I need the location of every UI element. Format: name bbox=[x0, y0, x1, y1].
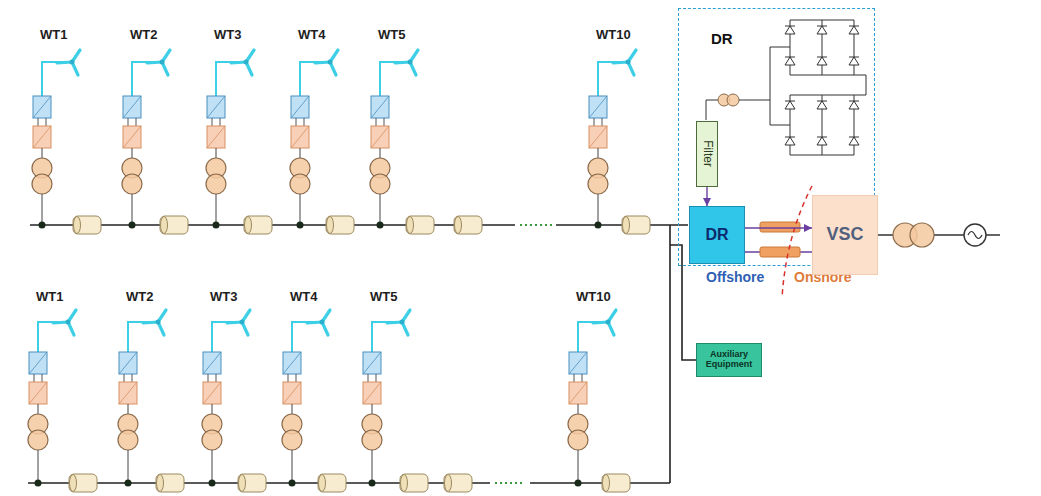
bus-cable bbox=[530, 482, 670, 484]
turbine-label: WT2 bbox=[126, 290, 153, 304]
turbine-label: WT5 bbox=[370, 290, 397, 304]
turbine-row bbox=[30, 50, 670, 234]
wind-turbine-unit bbox=[28, 310, 76, 487]
turbine-row bbox=[28, 310, 670, 492]
flow-connector bbox=[745, 227, 812, 228]
cable-section bbox=[406, 216, 434, 234]
wind-turbine-unit bbox=[118, 310, 166, 487]
turbine-label: WT10 bbox=[576, 290, 611, 304]
wind-turbine-unit bbox=[206, 50, 254, 229]
box-label: Auxiliary Equipment bbox=[699, 350, 759, 370]
wind-turbine-unit bbox=[122, 50, 170, 229]
turbine-label: WT5 bbox=[378, 28, 405, 42]
wind-turbine-unit bbox=[370, 50, 418, 229]
cable-section bbox=[160, 216, 188, 234]
cable-section bbox=[602, 474, 630, 492]
wind-turbine-unit bbox=[290, 50, 338, 229]
turbine-label: WT4 bbox=[290, 290, 317, 304]
turbine-label: WT3 bbox=[210, 290, 237, 304]
cable-section bbox=[238, 474, 266, 492]
cable-section bbox=[244, 216, 272, 234]
turbine-label: WT1 bbox=[36, 290, 63, 304]
wind-turbine-unit bbox=[362, 310, 410, 487]
converter-box: VSC bbox=[812, 195, 878, 275]
filter-box: Filter bbox=[696, 121, 718, 187]
grid-connection bbox=[878, 223, 1000, 247]
turbine-label: WT3 bbox=[214, 28, 241, 42]
box-label: DR bbox=[711, 31, 733, 48]
continuation-dots bbox=[495, 482, 525, 484]
cable-section bbox=[622, 216, 650, 234]
wind-turbine-unit bbox=[588, 50, 636, 229]
turbine-label: WT2 bbox=[130, 28, 157, 42]
diode-rectifier-symbol bbox=[706, 20, 866, 155]
wind-turbine-unit bbox=[32, 50, 80, 229]
bus-cable bbox=[556, 224, 670, 226]
cable-section bbox=[444, 474, 472, 492]
cable-section bbox=[73, 216, 101, 234]
turbine-label: WT4 bbox=[298, 28, 325, 42]
cable-section bbox=[326, 216, 354, 234]
flow-connector bbox=[706, 187, 707, 206]
cable-section bbox=[400, 474, 428, 492]
turbine-label: WT10 bbox=[596, 28, 631, 42]
cable-section bbox=[156, 474, 184, 492]
dc-link-cables bbox=[744, 222, 812, 257]
auxiliary-box: Auxiliary Equipment bbox=[696, 343, 762, 377]
box-label: VSC bbox=[826, 225, 863, 245]
rectifier-box: DR bbox=[689, 206, 745, 264]
cable-section bbox=[69, 474, 97, 492]
turbine-label: WT1 bbox=[40, 28, 67, 42]
area-label: Offshore bbox=[706, 270, 764, 285]
continuation-dots bbox=[520, 224, 552, 226]
box-label: Filter bbox=[700, 141, 713, 168]
box-label: DR bbox=[705, 226, 728, 244]
cable-section bbox=[454, 216, 482, 234]
wind-turbine-unit bbox=[568, 310, 616, 487]
wind-turbine-unit bbox=[282, 310, 330, 487]
wind-turbine-unit bbox=[202, 310, 250, 487]
cable-section bbox=[318, 474, 346, 492]
